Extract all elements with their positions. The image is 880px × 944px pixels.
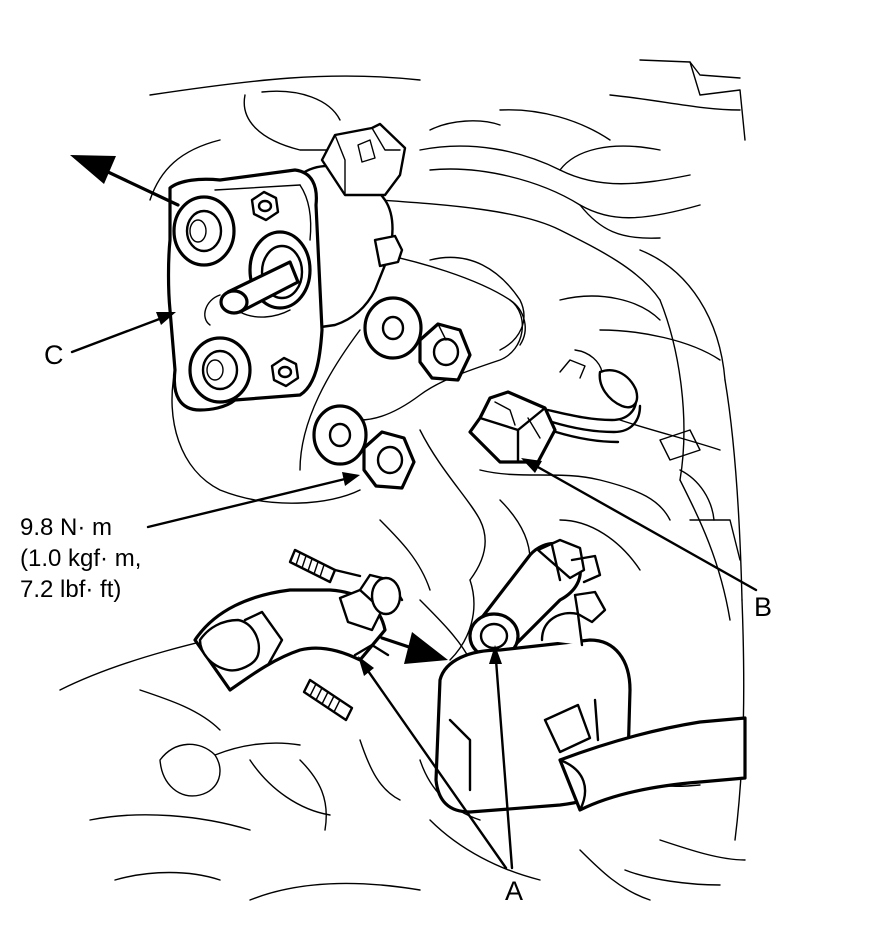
removal-arrow-upper-left bbox=[70, 155, 180, 207]
lower-hose bbox=[193, 573, 404, 692]
lower-nut bbox=[362, 430, 416, 490]
torque-line-3: 7.2 lbf· ft) bbox=[20, 576, 121, 603]
upper-nut bbox=[418, 322, 472, 382]
torque-line-2: (1.0 kgf· m, bbox=[20, 545, 141, 572]
torque-line-1: 9.8 N· m bbox=[20, 514, 112, 541]
leader-a-right bbox=[489, 645, 514, 870]
wire-harness bbox=[546, 349, 642, 444]
connector-b bbox=[468, 390, 557, 464]
mounting-plate bbox=[359, 249, 526, 421]
label-a: A bbox=[505, 876, 523, 906]
label-b: B bbox=[754, 592, 772, 622]
upper-washer bbox=[363, 296, 423, 360]
leader-b bbox=[521, 458, 758, 592]
actuator-assembly bbox=[166, 122, 407, 412]
lower-stud bbox=[302, 678, 354, 722]
lower-washer bbox=[312, 404, 368, 466]
removal-arrow-lower-right bbox=[380, 632, 448, 664]
upper-hose bbox=[468, 538, 607, 660]
label-c: C bbox=[44, 340, 64, 370]
torque-spec: 9.8 N· m (1.0 kgf· m, 7.2 lbf· ft) bbox=[20, 514, 141, 603]
upper-stud bbox=[288, 548, 362, 584]
leader-c bbox=[70, 312, 176, 354]
canister-a bbox=[434, 611, 747, 814]
leader-torque bbox=[146, 472, 360, 529]
leader-a-left bbox=[358, 656, 508, 870]
